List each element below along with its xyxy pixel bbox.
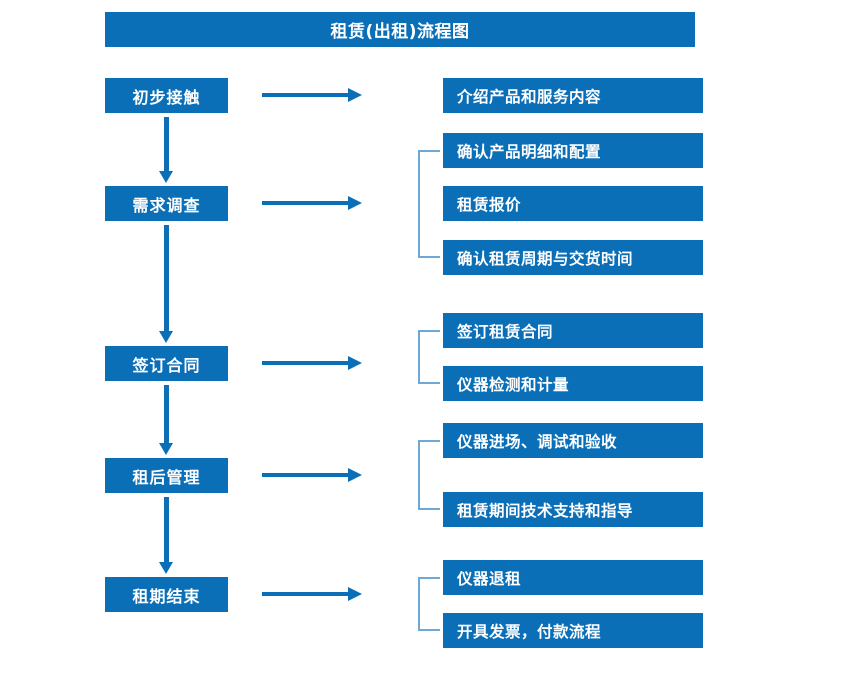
detail-box-5[interactable]: 签订租赁合同 — [443, 313, 703, 348]
detail-box-3[interactable]: 租赁报价 — [443, 186, 703, 221]
stage-box-1[interactable]: 初步接触 — [105, 78, 228, 113]
detail-box-6[interactable]: 仪器检测和计量 — [443, 366, 703, 401]
detail-box-4[interactable]: 确认租赁周期与交货时间 — [443, 240, 703, 275]
down-arrow-icon-1 — [159, 117, 173, 183]
detail-box-9[interactable]: 仪器退租 — [443, 560, 703, 595]
group-bracket-4 — [418, 577, 440, 631]
stage-box-3[interactable]: 签订合同 — [105, 346, 228, 381]
right-arrow-icon-5 — [262, 587, 362, 601]
stage-box-4[interactable]: 租后管理 — [105, 458, 228, 493]
detail-box-7[interactable]: 仪器进场、调试和验收 — [443, 423, 703, 458]
stage-box-2[interactable]: 需求调查 — [105, 186, 228, 221]
detail-box-10[interactable]: 开具发票，付款流程 — [443, 613, 703, 648]
right-arrow-icon-3 — [262, 356, 362, 370]
group-bracket-2 — [418, 330, 440, 384]
diagram-title: 租赁(出租)流程图 — [105, 12, 695, 47]
group-bracket-3 — [418, 440, 440, 510]
right-arrow-icon-2 — [262, 196, 362, 210]
down-arrow-icon-3 — [159, 385, 173, 455]
detail-box-1[interactable]: 介绍产品和服务内容 — [443, 78, 703, 113]
stage-box-5[interactable]: 租期结束 — [105, 577, 228, 612]
detail-box-2[interactable]: 确认产品明细和配置 — [443, 133, 703, 168]
down-arrow-icon-4 — [159, 497, 173, 574]
right-arrow-icon-1 — [262, 88, 362, 102]
right-arrow-icon-4 — [262, 468, 362, 482]
down-arrow-icon-2 — [159, 225, 173, 343]
group-bracket-1 — [418, 150, 440, 258]
detail-box-8[interactable]: 租赁期间技术支持和指导 — [443, 492, 703, 527]
